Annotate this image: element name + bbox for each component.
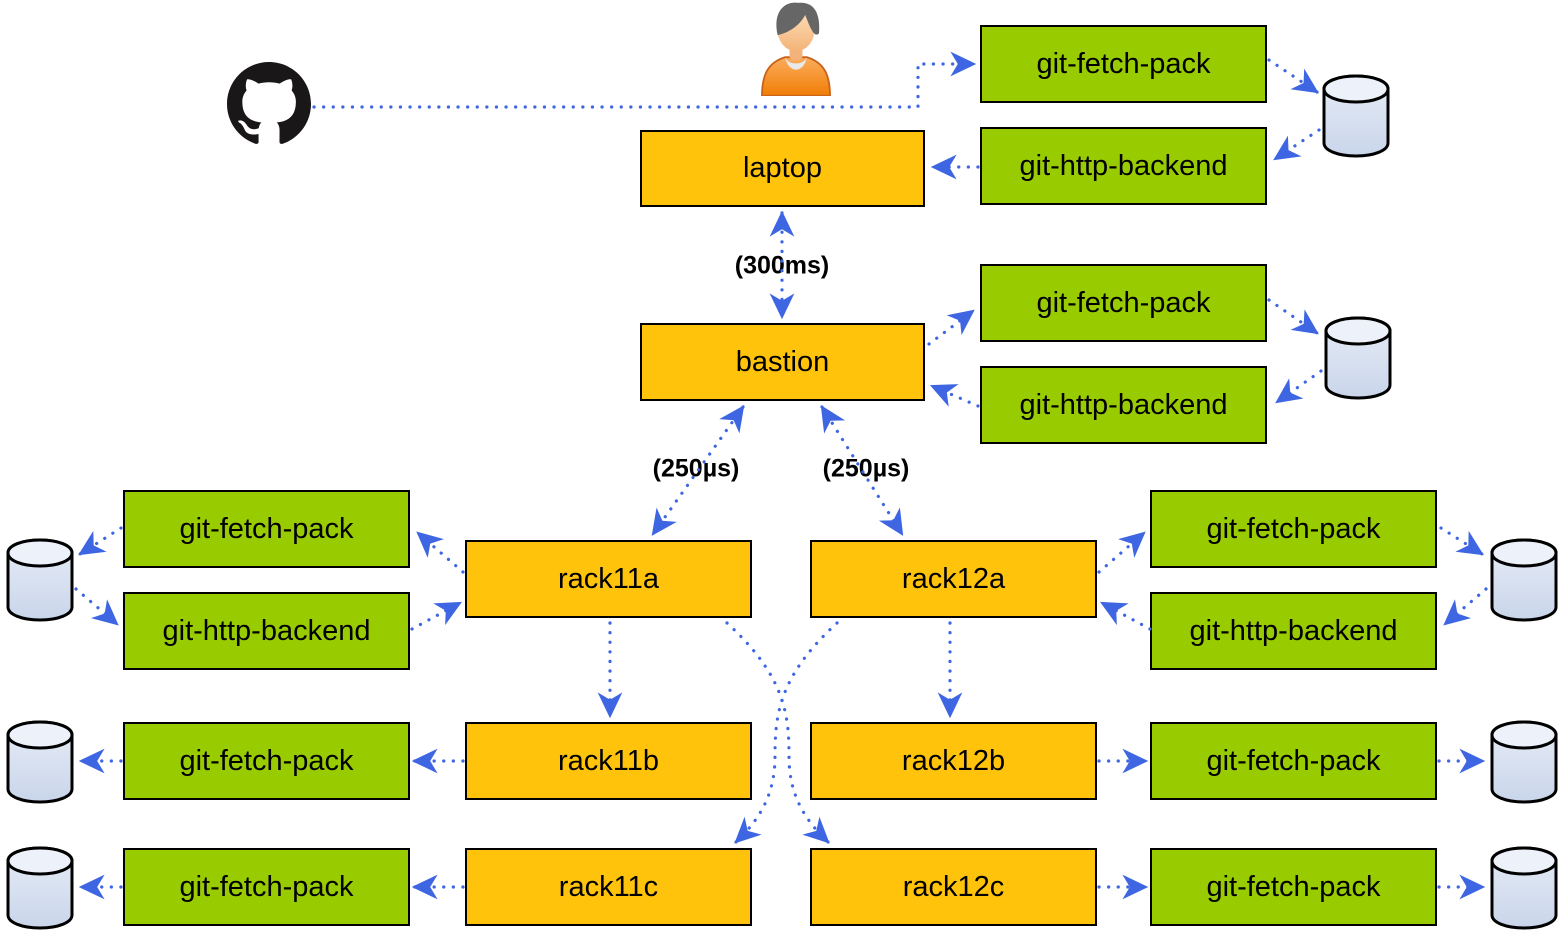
edge-bastion-to-fetch-bastion (927, 309, 975, 346)
disk-icon-rack11a (6, 538, 74, 622)
edge-disk-to-http-bastion (1275, 369, 1323, 404)
edge-fetch-bastion-to-disk (1267, 298, 1319, 335)
node-rack12b: rack12b (810, 722, 1097, 800)
node-bastion: bastion (640, 323, 925, 401)
node-rack11b: rack11b (465, 722, 752, 800)
user-icon (761, 2, 831, 96)
edge-github-to-fetch-laptop (312, 51, 977, 109)
service-git-fetch-pack-rack11c: git-fetch-pack (123, 848, 410, 926)
service-git-fetch-pack-rack12a: git-fetch-pack (1150, 490, 1437, 568)
node-rack11c: rack11c (465, 848, 752, 926)
service-git-fetch-pack-rack12b: git-fetch-pack (1150, 722, 1437, 800)
disk-icon-rack12b (1490, 720, 1558, 804)
disk-icon-rack11b (6, 720, 74, 804)
edge-http-to-rack12a (1100, 601, 1152, 631)
edge-http-to-rack11a (410, 601, 462, 631)
github-icon (227, 62, 311, 144)
node-rack11a: rack11a (465, 540, 752, 618)
edge-rack12a-to-fetch (1097, 531, 1146, 574)
disk-icon-laptop (1322, 74, 1390, 158)
disk-icon-rack12c (1490, 846, 1558, 930)
service-git-fetch-pack-rack11b: git-fetch-pack (123, 722, 410, 800)
edge-label-laptop-bastion-latency: (300ms) (734, 251, 830, 280)
edge-disk-to-http-rack12a (1443, 587, 1488, 626)
service-git-http-backend-rack12a: git-http-backend (1150, 592, 1437, 670)
node-laptop: laptop (640, 130, 925, 207)
service-git-http-backend-laptop: git-http-backend (980, 127, 1267, 205)
edge-http-to-bastion (929, 384, 980, 408)
service-git-fetch-pack-bastion: git-fetch-pack (980, 264, 1267, 342)
disk-icon-rack11c (6, 846, 74, 930)
service-git-fetch-pack-rack11a: git-fetch-pack (123, 490, 410, 568)
service-git-fetch-pack-laptop: git-fetch-pack (980, 25, 1267, 103)
edge-rack11a-to-fetch (416, 531, 465, 574)
service-git-http-backend-rack11a: git-http-backend (123, 592, 410, 670)
service-git-fetch-pack-rack12c: git-fetch-pack (1150, 848, 1437, 926)
node-rack12c: rack12c (810, 848, 1097, 926)
edge-fetch-rack11a-to-disk (78, 526, 123, 556)
node-rack12a: rack12a (810, 540, 1097, 618)
edge-label-bastion-rack11a-latency: (250µs) (652, 454, 740, 483)
service-git-http-backend-bastion: git-http-backend (980, 366, 1267, 444)
edge-disk-to-http-rack11a (74, 587, 119, 626)
edge-fetch-laptop-to-disk (1267, 58, 1319, 94)
edge-label-bastion-rack12a-latency: (250µs) (822, 454, 910, 483)
disk-icon-rack12a (1490, 538, 1558, 622)
edge-fetch-rack12a-to-disk (1439, 526, 1484, 556)
edge-disk-to-http-laptop (1273, 128, 1321, 161)
disk-icon-bastion (1324, 316, 1392, 400)
